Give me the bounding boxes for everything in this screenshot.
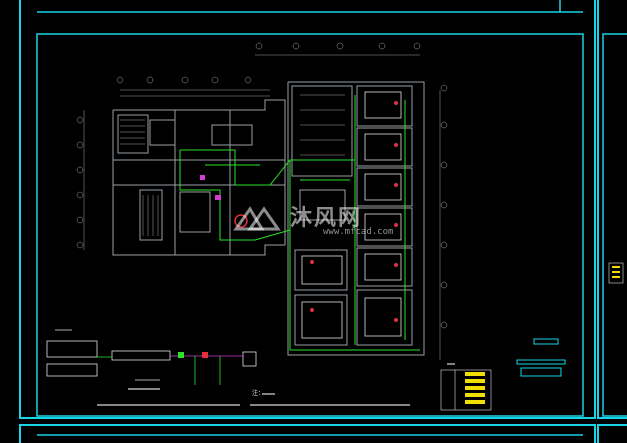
- system-riser-diagram: [46, 329, 257, 385]
- lower-sheet-frame: [19, 424, 596, 443]
- right-sheet-inner-frame: [602, 33, 627, 417]
- watermark-text: 沐风网: [290, 206, 363, 231]
- title-block: [516, 338, 566, 377]
- lower-right-sheet-frame: [597, 424, 627, 443]
- cable-routing: [179, 95, 420, 351]
- notes-label: 注：: [252, 390, 265, 397]
- right-sheet-frame: [597, 0, 627, 419]
- device-markers: [200, 101, 398, 322]
- main-sheet-inner-frame: [36, 33, 584, 417]
- right-sheet-legend: [608, 262, 624, 284]
- watermark-url: www.mfcad.com: [323, 227, 394, 237]
- room-equipment: [301, 91, 402, 339]
- main-sheet-frame: [19, 0, 596, 419]
- note-lines: [97, 363, 455, 406]
- dimension-grid: [76, 42, 448, 360]
- legend-table: [440, 369, 492, 411]
- stair-hatch: [120, 94, 345, 236]
- building-walls: [112, 81, 425, 356]
- sheet-frames: [19, 0, 627, 443]
- watermark-logo-icon: [233, 206, 281, 231]
